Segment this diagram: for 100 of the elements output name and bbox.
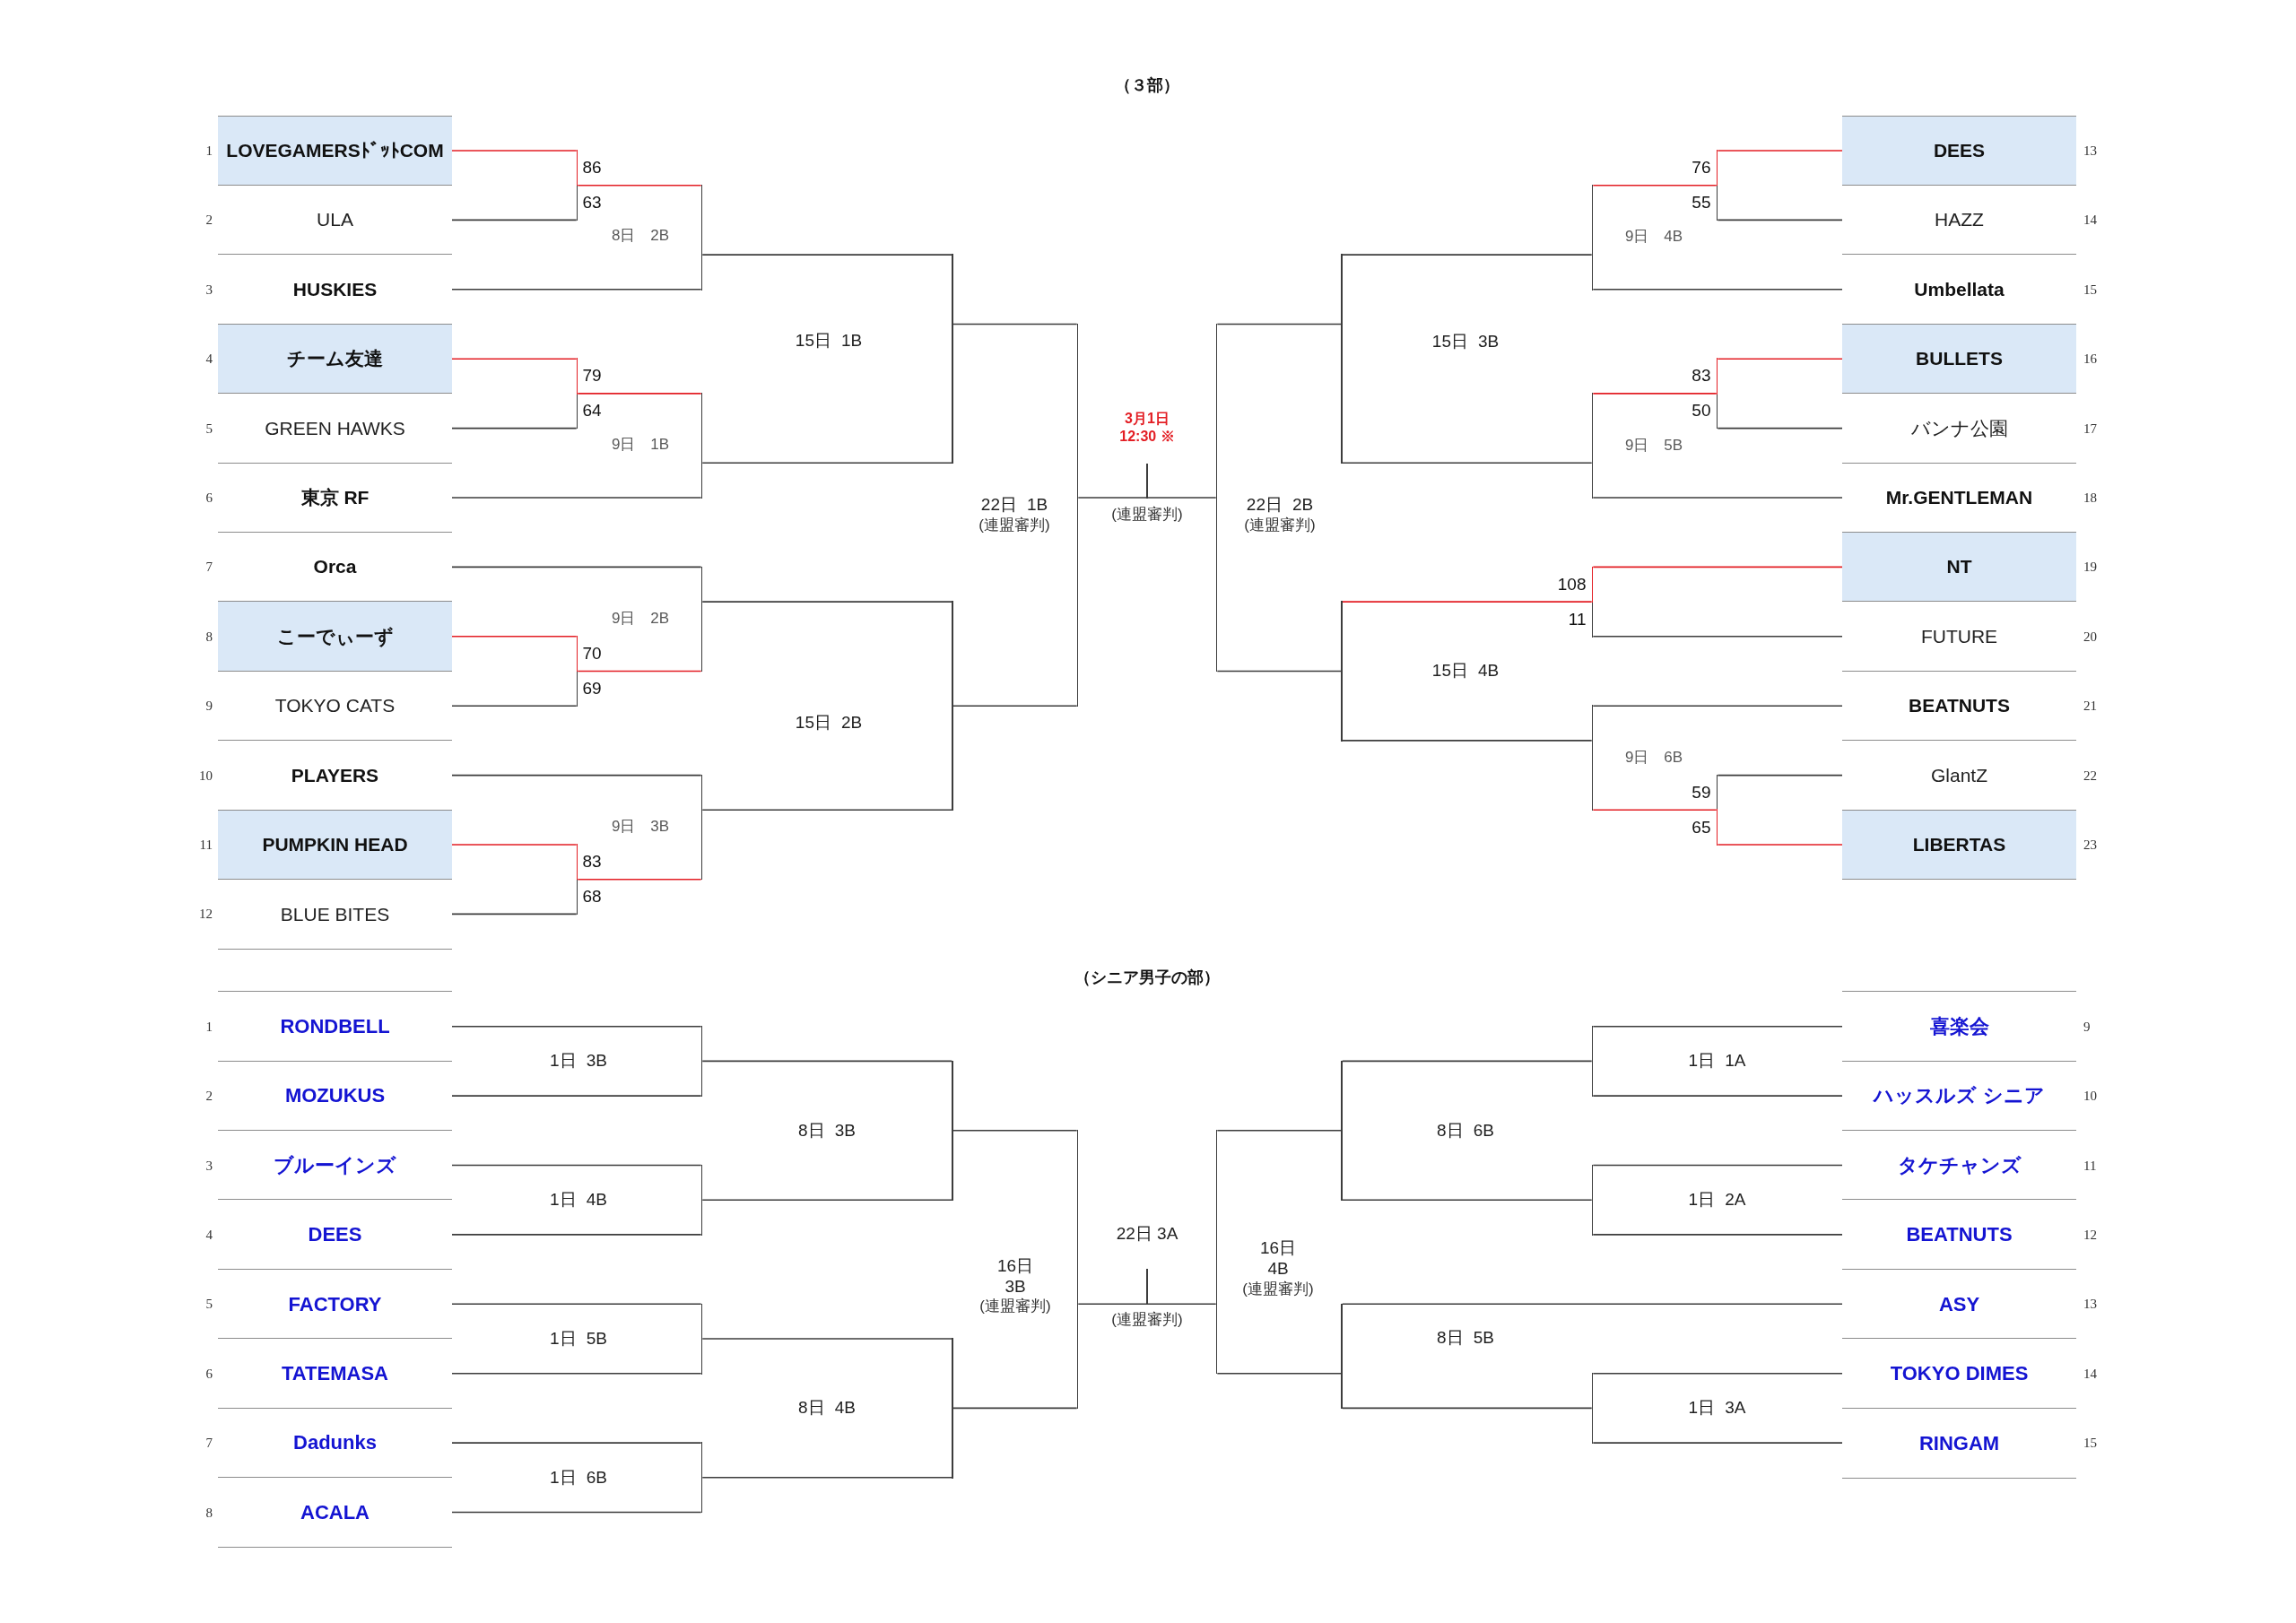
bracket-line — [1592, 1372, 1843, 1375]
bracket-line — [1592, 1095, 1843, 1097]
bracket-line — [1592, 566, 1843, 568]
team-slot: PUMPKIN HEAD — [218, 809, 452, 879]
seed-number: 11 — [2083, 1157, 2097, 1175]
bracket-line — [1342, 740, 1593, 742]
bracket-bar — [1215, 323, 1218, 673]
team-slot: FUTURE — [1842, 601, 2076, 671]
score-label: 69 — [582, 677, 602, 699]
bracket-line — [1717, 150, 1843, 152]
bracket-line — [451, 1025, 702, 1028]
bracket-bar — [700, 1442, 703, 1514]
score-label: 83 — [582, 850, 602, 872]
score-label: 64 — [582, 400, 602, 422]
match-date-label: 16日 4B — [1258, 1237, 1298, 1279]
bracket-line — [1342, 462, 1593, 464]
bracket-line — [1592, 393, 1718, 395]
seed-number: 3 — [205, 1157, 213, 1175]
seed-number: 3 — [205, 281, 213, 299]
seed-number: 16 — [2083, 350, 2097, 368]
score-label: 76 — [1692, 156, 1711, 178]
team-slot: Dadunks — [218, 1407, 452, 1478]
bracket-line — [451, 566, 702, 568]
team-slot: RINGAM — [1842, 1407, 2076, 1479]
seed-number: 12 — [199, 906, 213, 924]
bracket-line — [1342, 1060, 1593, 1063]
bracket-line — [451, 1095, 702, 1097]
bracket-bar — [1591, 1025, 1594, 1097]
match-date-label: 8日 6B — [1437, 1119, 1494, 1141]
bracket-line — [451, 289, 702, 291]
seed-number: 22 — [2083, 767, 2097, 785]
bracket-line — [1216, 670, 1342, 673]
team-slot: BULLETS — [1842, 323, 2076, 394]
match-date-label: 1日 2A — [1688, 1188, 1746, 1211]
bracket-line — [451, 1164, 702, 1167]
match-date-label: 9日 1B — [611, 435, 670, 456]
seed-number: 12 — [2083, 1226, 2097, 1244]
team-slot: 喜楽会 — [1842, 991, 2076, 1061]
bracket-line — [1592, 497, 1843, 499]
team-slot: Umbellata — [1842, 254, 2076, 324]
bracket-line — [1342, 601, 1593, 603]
bracket-line — [451, 1442, 702, 1444]
team-slot: DEES — [1842, 115, 2076, 185]
team-slot: TOKYO DIMES — [1842, 1338, 2076, 1408]
bracket-bar — [1591, 184, 1594, 291]
bracket-line — [451, 774, 702, 777]
referee-note: (連盟審判) — [978, 516, 1050, 536]
bracket-bar — [700, 1303, 703, 1375]
seed-number: 11 — [199, 836, 213, 854]
seed-number: 8 — [205, 1504, 213, 1522]
section-heading: （３部） — [1115, 74, 1179, 96]
bracket-line — [1717, 844, 1843, 846]
bracket-line — [701, 601, 952, 603]
team-slot: GlantZ — [1842, 740, 2076, 810]
score-label: 86 — [582, 156, 602, 178]
match-date-label: 22日 1B — [980, 493, 1048, 516]
bracket-bar — [700, 774, 703, 881]
match-date-label: 9日 2B — [611, 609, 670, 629]
bracket-line — [451, 636, 578, 638]
seed-number: 4 — [205, 1226, 213, 1244]
match-date-label: 16日 3B — [996, 1254, 1035, 1297]
seed-number: 7 — [205, 559, 213, 577]
bracket-line — [451, 427, 578, 430]
bracket-line — [952, 705, 1078, 707]
match-date-label: 8日 4B — [798, 1397, 856, 1419]
bracket-line — [701, 462, 952, 464]
bracket-bar — [576, 844, 578, 916]
team-slot: MOZUKUS — [218, 1060, 452, 1131]
team-slot: RONDBELL — [218, 991, 452, 1061]
seed-number: 8 — [205, 628, 213, 646]
seed-number: 23 — [2083, 836, 2097, 854]
referee-note: (連盟審判) — [1111, 505, 1183, 525]
team-slot: TATEMASA — [218, 1338, 452, 1408]
bracket-line — [451, 705, 578, 707]
referee-note: (連盟審判) — [979, 1297, 1051, 1317]
final-date-label: 3月1日 12:30 ※ — [1118, 410, 1176, 446]
seed-number: 14 — [2083, 1365, 2097, 1383]
bracket-bar — [1716, 358, 1718, 430]
bracket-line — [1342, 254, 1593, 256]
team-slot: LIBERTAS — [1842, 809, 2076, 881]
bracket-bar — [700, 566, 703, 673]
seed-number: 4 — [205, 350, 213, 368]
bracket-line — [952, 1407, 1078, 1410]
bracket-line — [451, 497, 702, 499]
seed-number: 2 — [205, 1087, 213, 1105]
team-slot: LOVEGAMERSﾄﾞｯﾄCOM — [218, 115, 452, 185]
bracket-line — [451, 1303, 702, 1306]
bracket-line — [1216, 1372, 1342, 1375]
bracket-line — [577, 670, 702, 673]
bracket-line — [1592, 1025, 1843, 1028]
bracket-line — [952, 323, 1078, 325]
bracket-bar — [576, 358, 578, 430]
team-slot: PLAYERS — [218, 740, 452, 810]
bracket-line — [451, 219, 578, 221]
bracket-line — [701, 254, 952, 256]
bracket-line — [577, 878, 702, 881]
bracket-line — [451, 358, 578, 360]
team-slot: タケチャンズ — [1842, 1130, 2076, 1200]
seed-number: 5 — [205, 420, 213, 438]
team-slot: 東京 RF — [218, 462, 452, 532]
